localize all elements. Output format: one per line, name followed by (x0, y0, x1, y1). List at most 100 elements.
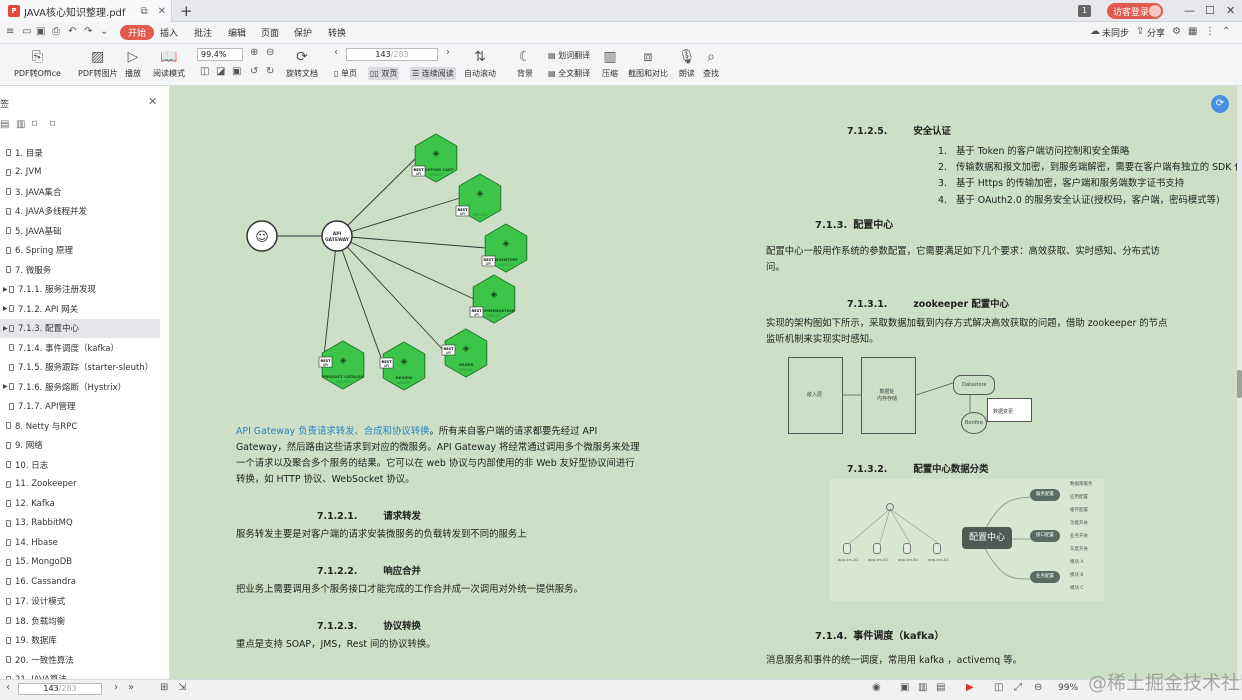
more-icon[interactable]: ⌄ (100, 26, 109, 37)
sync-float-icon[interactable]: ⟳ (1211, 95, 1229, 113)
actual-size-icon[interactable]: ▣ (232, 66, 242, 77)
bookmark-item[interactable]: 7.1.7. API管理 (0, 397, 160, 416)
double-view-icon[interactable]: ▥ (918, 682, 928, 693)
bookmark-item[interactable]: 16. Cassandra (0, 572, 160, 591)
bookmark-item[interactable]: 8. Netty 与RPC (0, 416, 160, 435)
expand-all-icon[interactable]: ▤ (0, 119, 10, 130)
eye-icon[interactable]: ◉ (872, 682, 881, 693)
close-window-icon[interactable]: ✕ (1226, 4, 1236, 17)
maximize-icon[interactable]: ☐ (1205, 4, 1215, 17)
bookmark-item[interactable]: 13. RabbitMQ (0, 514, 160, 533)
last-page-icon[interactable]: » (128, 682, 135, 693)
compress-button[interactable]: ▥压缩 (602, 48, 618, 79)
expand-arrow-icon[interactable]: ▶ (3, 383, 8, 390)
redo-icon[interactable]: ↷ (84, 26, 93, 37)
bookmark-item[interactable]: 20. 一致性算法 (0, 650, 160, 669)
bookmark-item[interactable]: 18. 负载均衡 (0, 611, 160, 630)
double-page-button[interactable]: ▯▯ 双页 (368, 67, 400, 80)
menu-convert[interactable]: 转换 (328, 29, 347, 39)
expand-arrow-icon[interactable]: ▶ (3, 285, 8, 293)
export-icon[interactable]: ⇲ (178, 682, 187, 693)
book-view-icon[interactable]: ▤ (936, 682, 946, 693)
collapse-icon[interactable]: ⌃ (1222, 26, 1231, 37)
zoom-input[interactable]: 99.4% (197, 48, 243, 61)
play-bottom-icon[interactable]: ▶ (966, 682, 974, 693)
document-tab[interactable]: P JAVA核心知识整理.pdf ⧉ ✕ (0, 0, 172, 22)
bookmark-item[interactable]: 15. MongoDB (0, 553, 160, 572)
read-mode-button[interactable]: 📖阅读模式 (153, 48, 185, 79)
bookmark-item[interactable]: 7. 微服务 (0, 260, 160, 279)
restore-icon[interactable]: ⧉ (140, 5, 148, 17)
options-icon[interactable]: ⋮ (1205, 26, 1215, 37)
bookmark-item[interactable]: ▶7.1.3. 配置中心 (0, 318, 160, 338)
undo-icon[interactable]: ↶ (68, 26, 77, 37)
word-translate-button[interactable]: ▤ 划词翻译 (548, 51, 591, 60)
pdf-to-image-button[interactable]: ▨PDF转图片 (78, 48, 118, 79)
add-page-icon[interactable]: ⊞ (160, 682, 169, 693)
bookmark-item[interactable]: 7.1.5. 服务跟踪（starter-sleuth） (0, 358, 160, 377)
file-icon[interactable]: ▭ (22, 26, 32, 37)
read-aloud-button[interactable]: 🎙朗读 (678, 48, 696, 79)
prev-page-icon[interactable]: ‹ (334, 47, 338, 58)
save-icon[interactable]: ▣ (36, 26, 46, 37)
bookmark-item[interactable]: ▶7.1.2. API 网关 (0, 299, 160, 318)
fullscreen-icon[interactable]: ⤢ (1014, 682, 1022, 693)
play-button[interactable]: ▷播放 (125, 48, 141, 79)
print-icon[interactable]: ⎙ (52, 26, 60, 37)
bookmark-item[interactable]: ▶7.1.1. 服务注册发现 (0, 280, 160, 299)
bookmark-item[interactable]: 2. JVM (0, 163, 160, 182)
single-page-button[interactable]: ▯ 单页 (334, 69, 357, 78)
sync-status[interactable]: 未同步 (1102, 29, 1130, 39)
pdf-to-office-button[interactable]: ⎘PDF转Office (14, 48, 61, 79)
screenshot-compare-button[interactable]: ⧈截图和对比 (628, 48, 668, 79)
menu-insert[interactable]: 插入 (160, 29, 179, 39)
rotate-right-icon[interactable]: ↻ (266, 66, 275, 77)
bookmark-item[interactable]: 11. Zookeeper (0, 475, 160, 494)
scrollbar-thumb[interactable] (1237, 370, 1242, 398)
background-button[interactable]: ☾背景 (517, 48, 533, 79)
menu-protect[interactable]: 保护 (294, 29, 313, 39)
bookmark-item[interactable]: 6. Spring 原理 (0, 241, 160, 260)
bookmark-item[interactable]: 4. JAVA多线程并发 (0, 202, 160, 221)
fit-page-icon[interactable]: ◪ (216, 66, 226, 77)
zoom-out-icon[interactable]: ⊖ (266, 47, 275, 58)
bookmark-item[interactable]: 3. JAVA集合 (0, 182, 160, 201)
fit-width-icon[interactable]: ◫ (200, 66, 210, 77)
guest-login-button[interactable]: 访客登录 (1107, 3, 1163, 19)
menu-edit[interactable]: 编辑 (228, 29, 247, 39)
settings-icon[interactable]: ⚙ (1172, 26, 1181, 37)
next-page-bottom-icon[interactable]: › (114, 682, 118, 693)
bookmark-item[interactable]: 7.1.4. 事件调度（kafka） (0, 338, 160, 357)
layout-icon[interactable]: ▦ (1188, 26, 1198, 37)
bookmark-item[interactable]: 12. Kafka (0, 494, 160, 513)
new-tab-button[interactable]: + (180, 2, 193, 20)
single-view-icon[interactable]: ▣ (900, 682, 910, 693)
rotate-doc-button[interactable]: ⟳旋转文档 (286, 48, 318, 79)
full-translate-button[interactable]: ▤ 全文翻译 (548, 69, 591, 78)
bottom-zoom[interactable]: 99% (1058, 683, 1079, 693)
bookmark-item[interactable]: 10. 日志 (0, 455, 160, 474)
menu-annotate[interactable]: 批注 (194, 29, 213, 39)
zoom-out-bottom-icon[interactable]: ⊖ (1034, 682, 1043, 693)
bookmark-icon[interactable]: ⌑ (50, 119, 56, 130)
bookmark-item[interactable]: 17. 设计模式 (0, 592, 160, 611)
bookmark-item[interactable]: 1. 目录 (0, 143, 160, 162)
zoom-in-icon[interactable]: ⊕ (250, 47, 259, 58)
menu-page[interactable]: 页面 (261, 29, 280, 39)
expand-arrow-icon[interactable]: ▶ (3, 324, 8, 332)
bookmark-item[interactable]: ▶7.1.6. 服务熔断（Hystrix） (0, 377, 160, 396)
collapse-all-icon[interactable]: ▥ (16, 119, 26, 130)
fit-icon[interactable]: ◫ (994, 682, 1004, 693)
bottom-page-input[interactable]: 143/283 (18, 683, 102, 695)
search-button[interactable]: ⌕查找 (703, 48, 719, 79)
rotate-left-icon[interactable]: ↺ (250, 66, 259, 77)
menu-start[interactable]: 开始 (120, 25, 155, 40)
bookmark-item[interactable]: 5. JAVA基础 (0, 221, 160, 240)
share-button[interactable]: 分享 (1147, 29, 1166, 39)
next-page-icon[interactable]: › (446, 47, 450, 58)
auto-scroll-button[interactable]: ⇅自动滚动 (464, 48, 496, 79)
close-tab-icon[interactable]: ✕ (157, 5, 166, 17)
bookmark-item[interactable]: 14. Hbase (0, 533, 160, 552)
bookmark-add-icon[interactable]: ⌑ (32, 119, 38, 130)
page-number-input[interactable]: 143/283 (346, 48, 438, 61)
